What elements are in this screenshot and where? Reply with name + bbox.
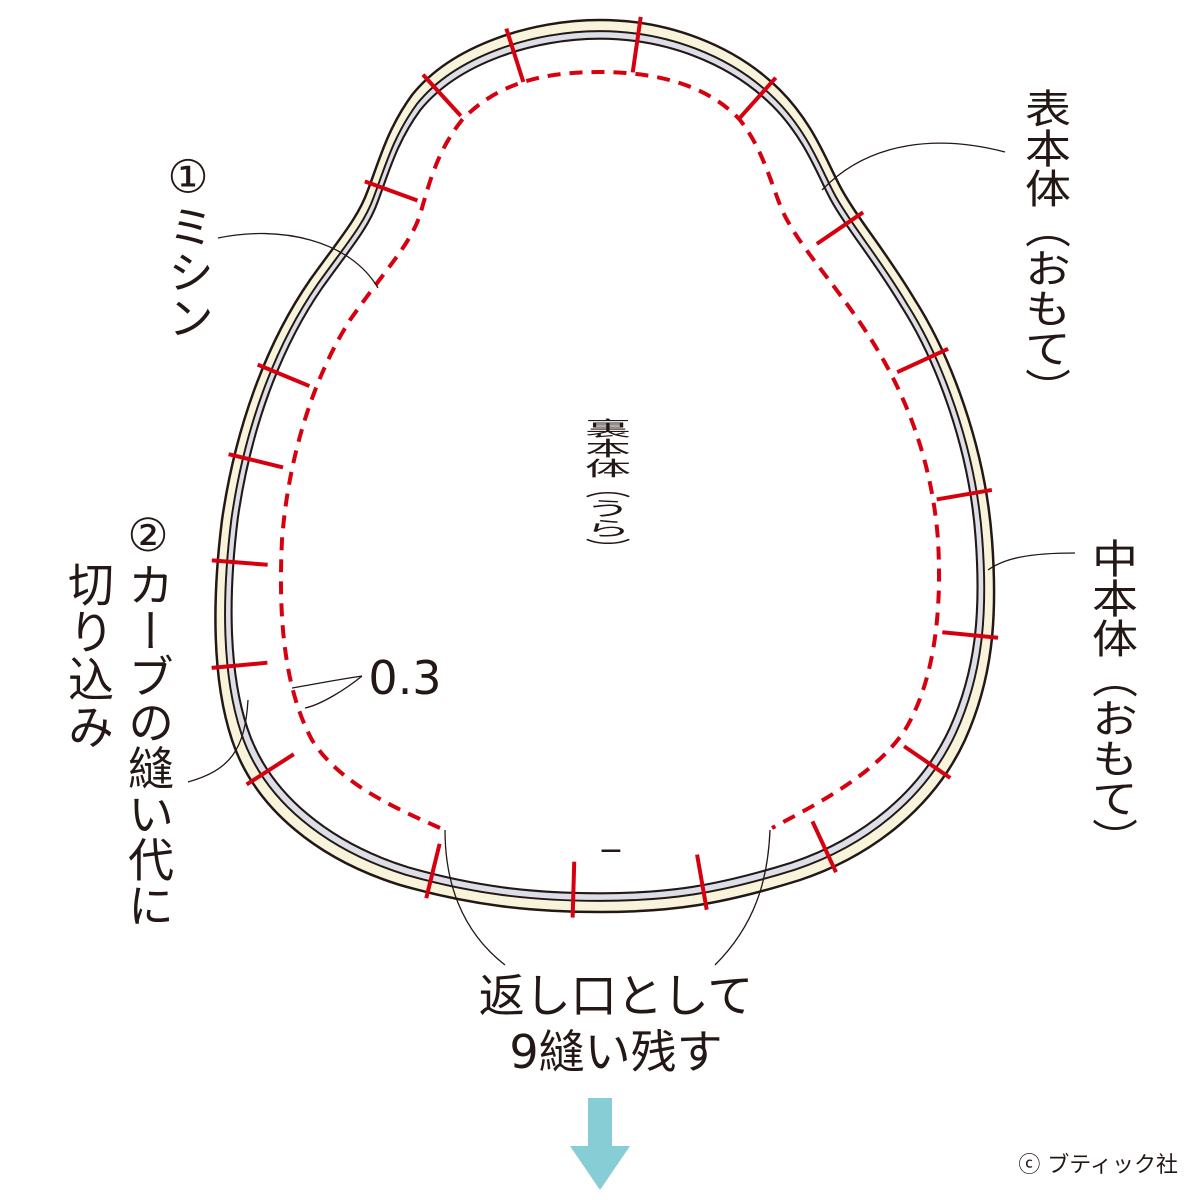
clip-mark bbox=[810, 820, 838, 874]
clip-mark bbox=[421, 73, 463, 118]
clip-mark bbox=[570, 861, 577, 918]
middle-body-leader bbox=[987, 552, 1076, 571]
outer-body-leader bbox=[821, 142, 1006, 191]
step2-label-line2: 切り込み bbox=[61, 560, 115, 750]
clip-mark bbox=[695, 854, 709, 911]
seam-allowance-leader-2 bbox=[304, 675, 363, 709]
step2-label-line1: ②カーブの縫い代に bbox=[121, 508, 175, 928]
opening-leader-right bbox=[714, 829, 771, 966]
clip-marks bbox=[211, 16, 999, 918]
opening-leader-left bbox=[444, 829, 506, 966]
seam-allowance-leader-1 bbox=[291, 675, 363, 689]
inner-body-label: 裏本体（うら） bbox=[578, 418, 632, 558]
clip-mark bbox=[211, 660, 268, 670]
step1-leader bbox=[217, 232, 379, 289]
clip-mark bbox=[815, 210, 865, 246]
clip-mark bbox=[896, 346, 949, 374]
clip-mark bbox=[736, 76, 778, 121]
opening-label-line1: 返し口として bbox=[479, 969, 754, 1023]
seam-allowance-label: 0.3 bbox=[368, 651, 441, 705]
clip-mark bbox=[936, 487, 993, 502]
clip-mark bbox=[942, 630, 999, 640]
clip-mark bbox=[902, 744, 952, 780]
center-mark: − bbox=[598, 833, 623, 868]
stitch-line bbox=[278, 69, 941, 830]
clip-mark bbox=[364, 179, 419, 203]
clip-mark bbox=[256, 362, 311, 388]
clip-mark bbox=[504, 28, 526, 83]
clip-mark bbox=[228, 452, 284, 470]
clip-mark bbox=[211, 558, 268, 567]
outer-body-label: 表本体（おもて） bbox=[1018, 88, 1072, 408]
clip-mark bbox=[630, 16, 643, 73]
down-arrow-icon bbox=[570, 1098, 630, 1190]
opening-label-line2: 9縫い残す bbox=[509, 1025, 722, 1079]
copyright-text: ⓒ ブティック社 bbox=[1018, 1153, 1178, 1178]
step2-leader bbox=[187, 699, 249, 783]
step1-label: ①ミシン bbox=[161, 150, 215, 340]
clip-mark bbox=[245, 752, 295, 787]
clip-mark bbox=[424, 843, 442, 899]
middle-body-label: 中本体（おもて） bbox=[1085, 538, 1139, 858]
